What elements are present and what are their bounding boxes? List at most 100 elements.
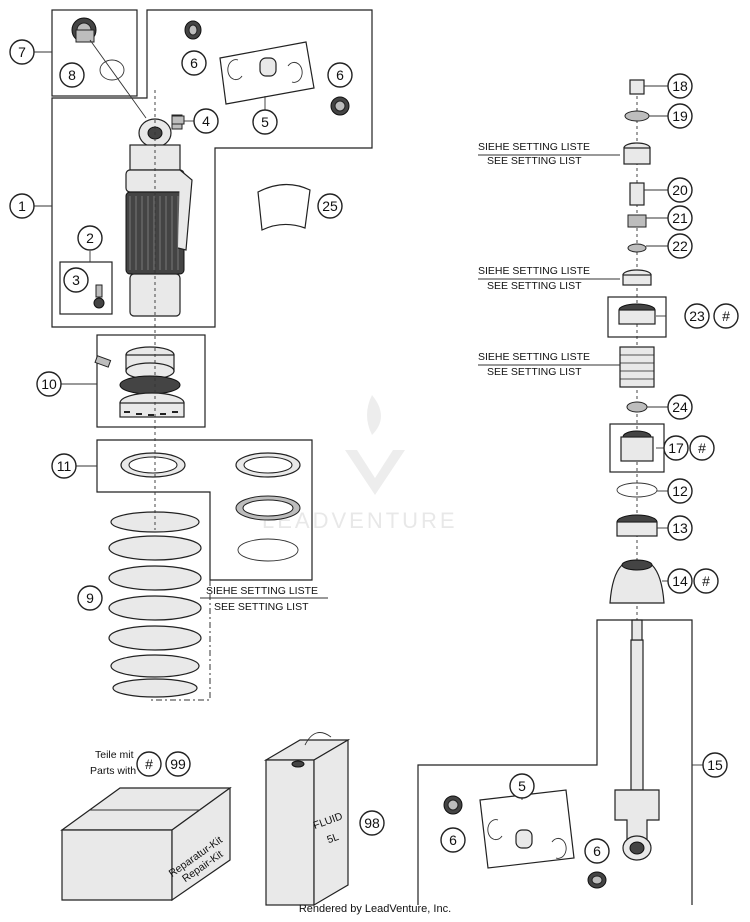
callout-18: 18	[667, 73, 693, 99]
fluid-can-part-98: FLUID 5L	[263, 732, 351, 907]
hash-14: #	[693, 568, 719, 594]
hash-23: #	[713, 303, 739, 329]
svg-text:98: 98	[364, 815, 380, 831]
bushing-part-8	[71, 17, 125, 81]
svg-text:#: #	[698, 440, 706, 456]
repair-kit-box: Teile mit Parts with Reparatur-Kit Repai…	[60, 749, 232, 902]
bushing-part-6-bottom	[443, 795, 607, 889]
group-11-outline	[96, 439, 313, 581]
seal-kit-part-5-top	[219, 41, 315, 105]
spring-seat-part-11	[120, 452, 301, 562]
svg-text:6: 6	[449, 832, 457, 848]
callout-3: 3	[63, 267, 89, 293]
callout-4: 4	[193, 108, 219, 134]
callout-6b: 6	[327, 62, 353, 88]
svg-text:99: 99	[170, 756, 186, 772]
callout-21: 21	[667, 205, 693, 231]
callout-12: 12	[667, 478, 693, 504]
callout-22: 22	[667, 233, 693, 259]
screw-part-4	[171, 115, 185, 125]
callout-25: 25	[317, 193, 343, 219]
svg-text:Parts with: Parts with	[90, 765, 136, 777]
callout-5a: 5	[252, 109, 278, 135]
callout-19: 19	[667, 103, 693, 129]
callout-23: 23	[684, 303, 710, 329]
svg-text:Teile mit: Teile mit	[95, 749, 134, 761]
svg-text:6: 6	[190, 55, 198, 71]
callout-1: 1	[9, 193, 35, 219]
adjuster-ring-part-10	[94, 346, 185, 418]
callout-5b: 5	[509, 773, 535, 799]
callout-20: 20	[667, 177, 693, 203]
footer-credit: Rendered by LeadVenture, Inc.	[298, 903, 452, 915]
callout-10: 10	[36, 371, 62, 397]
svg-text:6: 6	[336, 67, 344, 83]
spring-dashed-outline	[150, 580, 211, 701]
seal-kit-part-5-bottom	[479, 789, 575, 869]
callout-13: 13	[667, 515, 693, 541]
svg-text:22: 22	[672, 238, 688, 254]
svg-text:1: 1	[18, 198, 26, 214]
valve-part-3	[59, 261, 113, 315]
callout-15: 15	[702, 752, 728, 778]
callout-8: 8	[59, 62, 85, 88]
svg-text:#: #	[145, 756, 153, 772]
setting-label-lower: SIEHE SETTING LISTE SEE SETTING LIST	[478, 351, 620, 378]
svg-text:13: 13	[672, 520, 688, 536]
callout-17: 17	[663, 435, 689, 461]
setting-label-9: SIEHE SETTING LISTE SEE SETTING LIST	[200, 585, 328, 613]
svg-text:SIEHE SETTING LISTE: SIEHE SETTING LISTE	[206, 585, 318, 597]
svg-text:23: 23	[689, 308, 705, 324]
svg-text:24: 24	[672, 399, 688, 415]
svg-text:25: 25	[322, 198, 338, 214]
svg-text:14: 14	[672, 573, 688, 589]
svg-text:20: 20	[672, 182, 688, 198]
svg-text:3: 3	[72, 272, 80, 288]
svg-text:12: 12	[672, 483, 688, 499]
callout-6c: 6	[440, 827, 466, 853]
svg-text:5L: 5L	[325, 831, 340, 846]
callout-98: 98	[359, 810, 385, 836]
group-1-outline	[51, 9, 373, 328]
group-7-box	[51, 9, 138, 97]
callout-7: 7	[9, 39, 35, 65]
setting-label-upper: SIEHE SETTING LISTE SEE SETTING LIST	[478, 141, 620, 167]
svg-text:17: 17	[668, 440, 684, 456]
hash-99: #	[136, 751, 162, 777]
svg-text:19: 19	[672, 108, 688, 124]
setting-label-middle: SIEHE SETTING LISTE SEE SETTING LIST	[478, 265, 620, 292]
callout-2: 2	[77, 225, 103, 251]
svg-text:5: 5	[518, 778, 526, 794]
callout-6d: 6	[584, 838, 610, 864]
spring-part-9	[108, 511, 202, 698]
svg-text:SEE SETTING LIST: SEE SETTING LIST	[487, 366, 582, 378]
callout-11: 11	[51, 453, 77, 479]
callout-14: 14	[667, 568, 693, 594]
svg-text:15: 15	[707, 757, 723, 773]
callout-6a: 6	[181, 50, 207, 76]
callout-9: 9	[77, 585, 103, 611]
svg-text:11: 11	[57, 458, 72, 474]
svg-text:#: #	[722, 308, 730, 324]
hash-17: #	[689, 435, 715, 461]
svg-text:6: 6	[593, 843, 601, 859]
damper-stack	[607, 79, 667, 861]
svg-text:18: 18	[672, 78, 688, 94]
callout-24: 24	[667, 394, 693, 420]
bushing-part-6-top	[184, 20, 350, 116]
svg-text:7: 7	[18, 44, 26, 60]
svg-text:SIEHE SETTING LISTE: SIEHE SETTING LISTE	[478, 351, 590, 363]
svg-text:9: 9	[86, 590, 94, 606]
svg-text:SEE SETTING LIST: SEE SETTING LIST	[214, 601, 309, 613]
group-10-box	[96, 334, 206, 428]
svg-text:SIEHE SETTING LISTE: SIEHE SETTING LISTE	[478, 141, 590, 153]
svg-text:#: #	[702, 573, 710, 589]
svg-text:8: 8	[68, 67, 76, 83]
leader-lines	[34, 51, 668, 800]
svg-text:SEE SETTING LIST: SEE SETTING LIST	[487, 280, 582, 292]
tape-part-25	[257, 183, 311, 231]
svg-text:5: 5	[261, 114, 269, 130]
svg-text:4: 4	[202, 113, 210, 129]
svg-text:21: 21	[672, 210, 688, 226]
